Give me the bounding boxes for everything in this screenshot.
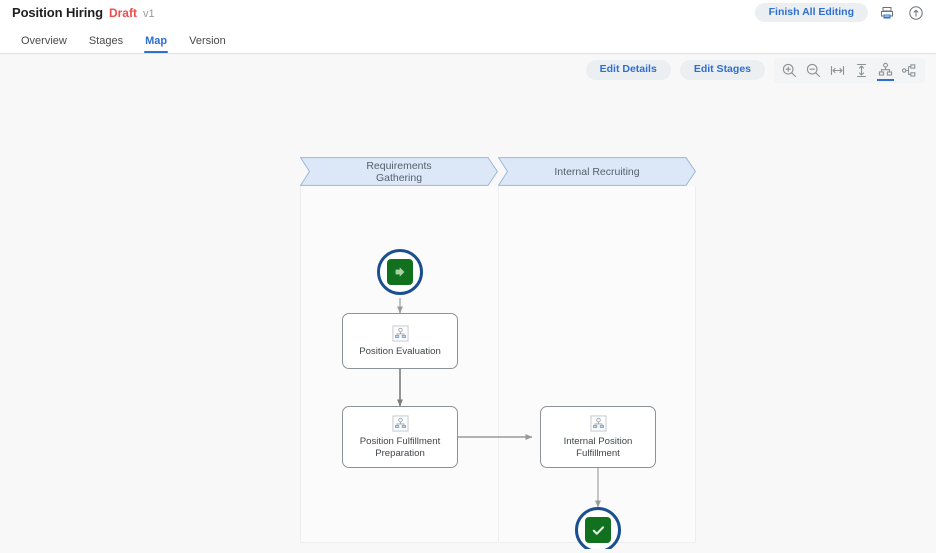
zoom-out-icon[interactable] — [803, 60, 824, 81]
tab-overview[interactable]: Overview — [21, 35, 67, 47]
tab-bar: Overview Stages Map Version — [0, 25, 936, 54]
diagram-canvas[interactable]: Requirements Gathering Internal Recruiti… — [0, 86, 936, 549]
upload-icon[interactable] — [906, 3, 926, 23]
fit-width-icon[interactable] — [827, 60, 848, 81]
swimlane-title: Internal Recruiting — [554, 165, 640, 178]
printer-icon[interactable] — [877, 3, 897, 23]
node-start-event[interactable] — [377, 249, 423, 295]
tab-stages[interactable]: Stages — [88, 35, 124, 47]
swimlanes: Requirements Gathering Internal Recruiti… — [300, 157, 696, 543]
user-task-icon — [391, 415, 409, 432]
diagram-toolbar: Edit Details Edit Stages — [0, 54, 936, 86]
swimlane-title: Requirements Gathering — [366, 159, 432, 184]
zoom-in-icon[interactable] — [779, 60, 800, 81]
app-header: Position Hiring Draft v1 Finish All Edit… — [0, 0, 936, 25]
end-event-fill — [585, 517, 611, 543]
page-title: Position Hiring — [12, 5, 103, 20]
swimlane-header: Requirements Gathering — [300, 157, 498, 186]
horizontal-layout-icon[interactable] — [899, 60, 920, 81]
fit-height-icon[interactable] — [851, 60, 872, 81]
user-task-icon — [589, 415, 607, 432]
title-group: Position Hiring Draft v1 — [12, 5, 155, 20]
view-tools — [774, 57, 925, 83]
swimlane-internal-recruiting[interactable]: Internal Recruiting — [498, 157, 696, 543]
finish-all-editing-button[interactable]: Finish All Editing — [754, 2, 868, 23]
status-badge: Draft — [108, 6, 137, 20]
edit-stages-button[interactable]: Edit Stages — [679, 60, 765, 80]
chevron-shape — [300, 157, 498, 186]
edit-details-button[interactable]: Edit Details — [585, 60, 671, 80]
node-position-fulfillment-preparation[interactable]: Position Fulfillment Preparation — [342, 406, 458, 468]
user-task-icon — [391, 325, 409, 342]
footer-strip — [0, 549, 936, 553]
node-position-evaluation[interactable]: Position Evaluation — [342, 313, 458, 369]
check-icon — [592, 525, 604, 535]
node-label: Position Evaluation — [359, 345, 441, 357]
start-arrow-icon — [395, 267, 405, 277]
vertical-layout-icon[interactable] — [875, 60, 896, 81]
tab-version[interactable]: Version — [189, 35, 226, 47]
tab-map[interactable]: Map — [134, 36, 178, 53]
swimlane-body — [498, 186, 696, 543]
start-event-fill — [387, 259, 413, 285]
node-end-event[interactable] — [575, 507, 621, 549]
chevron-shape — [498, 157, 696, 186]
node-internal-position-fulfillment[interactable]: Internal Position Fulfillment — [540, 406, 656, 468]
node-label: Position Fulfillment Preparation — [359, 436, 441, 459]
process-map: Requirements Gathering Internal Recruiti… — [300, 157, 696, 549]
header-actions: Finish All Editing — [754, 2, 926, 23]
swimlane-header: Internal Recruiting — [498, 157, 696, 186]
node-label: Internal Position Fulfillment — [563, 436, 633, 459]
version-label: v1 — [142, 8, 155, 20]
